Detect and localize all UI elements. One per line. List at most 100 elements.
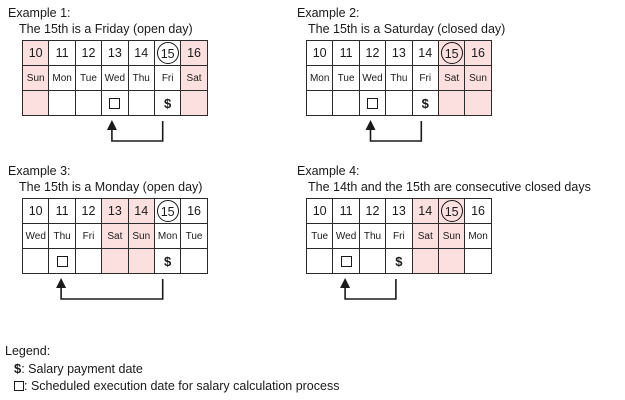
day-cell: 14 xyxy=(411,40,439,66)
legend-square-row: : Scheduled execution date for salary ca… xyxy=(14,378,339,395)
dow-cell: Tue xyxy=(305,223,334,249)
example-1-flow-arrow xyxy=(106,120,164,142)
mark-cell xyxy=(180,90,208,116)
day-cell: 13 xyxy=(385,198,413,224)
day-cell: 16 xyxy=(180,198,208,224)
mark-cell xyxy=(305,90,334,116)
example-4-subtitle: The 14th and the 15th are consecutive cl… xyxy=(308,180,591,194)
calc-date-square-icon xyxy=(56,256,68,268)
dow-cell: Wed xyxy=(21,223,50,249)
day-cell: 16 xyxy=(180,40,208,66)
dow-cell: Wed xyxy=(332,223,360,249)
example-4: Example 4: The 14th and the 15th are cons… xyxy=(297,163,591,300)
mark-cell xyxy=(385,90,413,116)
example-4-title: Example 4: xyxy=(297,164,360,178)
mark-cell xyxy=(464,90,492,116)
example-1-subtitle: The 15th is a Friday (open day) xyxy=(19,22,193,36)
dow-cell: Sat xyxy=(180,65,208,91)
mark-cell xyxy=(21,248,50,274)
mark-cell xyxy=(101,248,129,274)
mark-cell: $ xyxy=(153,90,182,116)
salary-dollar-icon: $ xyxy=(395,253,403,269)
day-cell: 11 xyxy=(48,40,76,66)
arrow-head-icon xyxy=(365,120,376,130)
dow-cell: Fri xyxy=(74,223,103,249)
mark-cell xyxy=(180,248,208,274)
dow-cell: Sat xyxy=(411,223,439,249)
calc-date-square-icon xyxy=(366,98,378,110)
example-4-flow-arrow xyxy=(340,278,397,300)
day-cell: 13 xyxy=(101,40,129,66)
example-2-title: Example 2: xyxy=(297,6,360,20)
day-cell: 12 xyxy=(358,40,387,66)
mark-cell xyxy=(305,248,334,274)
day-cell: 10 xyxy=(305,40,334,66)
square-icon xyxy=(14,381,24,391)
calc-date-square-icon xyxy=(109,98,121,110)
example-3-title: Example 3: xyxy=(8,164,71,178)
day-cell: 11 xyxy=(48,198,76,224)
dow-cell: Thu xyxy=(358,223,387,249)
day-cell: 15 xyxy=(153,198,182,224)
mark-cell xyxy=(127,248,155,274)
legend: Legend: $: Salary payment date : Schedul… xyxy=(5,343,339,395)
salary-dollar-icon: $ xyxy=(164,253,172,269)
dow-cell: Fri xyxy=(385,223,413,249)
calendar-mark-row: $ xyxy=(21,90,208,116)
day-cell: 13 xyxy=(101,198,129,224)
day-cell: 11 xyxy=(332,40,360,66)
dow-cell: Mon xyxy=(153,223,182,249)
mark-cell xyxy=(332,90,360,116)
dow-cell: Sun xyxy=(464,65,492,91)
dow-cell: Wed xyxy=(358,65,387,91)
calendar-mark-row: $ xyxy=(21,248,208,274)
circled-day: 15 xyxy=(440,42,463,64)
mark-cell xyxy=(48,248,76,274)
legend-square-text: : Scheduled execution date for salary ca… xyxy=(24,379,340,393)
circled-day: 15 xyxy=(156,42,179,64)
dow-cell: Thu xyxy=(127,65,155,91)
day-cell: 12 xyxy=(358,198,387,224)
dow-cell: Wed xyxy=(101,65,129,91)
day-cell: 14 xyxy=(127,40,155,66)
legend-dollar-row: $: Salary payment date xyxy=(14,360,339,378)
mark-cell xyxy=(358,248,387,274)
day-cell: 10 xyxy=(21,40,50,66)
mark-cell: $ xyxy=(385,248,413,274)
mark-cell xyxy=(437,248,466,274)
dow-cell: Thu xyxy=(48,223,76,249)
dow-cell: Mon xyxy=(48,65,76,91)
circled-day: 15 xyxy=(440,200,463,222)
example-3-subtitle: The 15th is a Monday (open day) xyxy=(19,180,203,194)
dow-cell: Thu xyxy=(385,65,413,91)
dollar-icon: $ xyxy=(14,361,22,376)
mark-cell xyxy=(437,90,466,116)
example-1: Example 1:The 15th is a Friday (open day… xyxy=(8,5,208,142)
day-cell: 14 xyxy=(411,198,439,224)
day-cell: 12 xyxy=(74,40,103,66)
dow-cell: Sat xyxy=(101,223,129,249)
dow-cell: Fri xyxy=(411,65,439,91)
mark-cell xyxy=(332,248,360,274)
day-cell: 12 xyxy=(74,198,103,224)
dow-cell: Mon xyxy=(305,65,334,91)
day-cell: 10 xyxy=(305,198,334,224)
example-2: Example 2:The 15th is a Saturday (closed… xyxy=(297,5,505,142)
mark-cell xyxy=(464,248,492,274)
arrow-head-icon xyxy=(340,278,351,288)
dow-cell: Tue xyxy=(74,65,103,91)
salary-dollar-icon: $ xyxy=(421,95,429,111)
day-cell: 13 xyxy=(385,40,413,66)
